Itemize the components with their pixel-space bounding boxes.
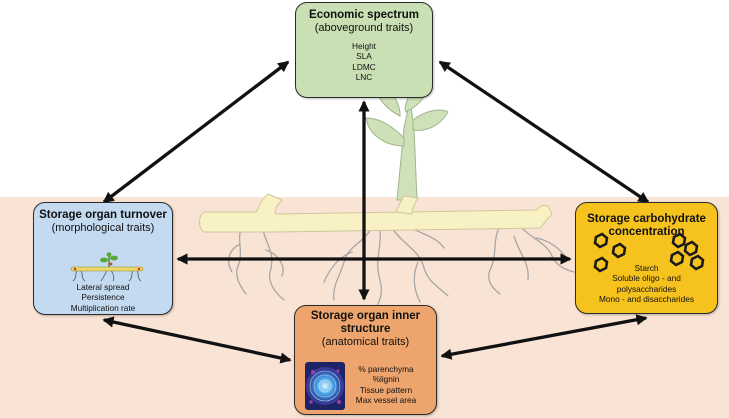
turnover-traits: Lateral spread Persistence Multiplicatio…	[34, 282, 172, 313]
trait-tissue-pattern: Tissue pattern	[359, 384, 413, 395]
trait-sla: SLA	[356, 51, 372, 62]
inner-title-line-2: structure	[340, 323, 391, 335]
turnover-subtitle: (morphological traits)	[51, 222, 155, 234]
carbohydrate-traits: Starch Soluble oligo - and polysaccharid…	[576, 263, 717, 305]
storage-organ-turnover-box: Storage organ turnover (morphological tr…	[33, 202, 173, 315]
arrows	[102, 60, 650, 364]
turnover-title: Storage organ turnover	[39, 209, 167, 221]
rhizome-plant-icon	[70, 252, 144, 282]
inner-title-line-1: Storage organ inner	[310, 310, 421, 322]
economic-traits: Height SLA LDMC LNC	[296, 41, 432, 83]
plant-shoot	[365, 79, 449, 201]
trait-height: Height	[352, 41, 376, 51]
inner-structure-traits: % parenchyma %lignin Tissue pattern Max …	[338, 364, 434, 406]
economic-title: Economic spectrum	[309, 9, 419, 21]
economic-spectrum-box: Economic spectrum (aboveground traits) H…	[295, 2, 433, 98]
storage-organ-inner-structure-box: Storage organ inner structure (anatomica…	[294, 305, 437, 415]
trait-starch: Starch	[634, 263, 659, 273]
carb-title-line-1: Storage carbohydrate	[587, 213, 706, 225]
trait-multiplication-rate: Multiplication rate	[70, 302, 136, 313]
trait-mono-disaccharides: Mono - and disaccharides	[598, 294, 694, 305]
economic-subtitle: (aboveground traits)	[314, 22, 414, 34]
trait-parenchyma: % parenchyma	[358, 364, 414, 374]
trait-ldmc: LDMC	[352, 61, 376, 72]
trait-max-vessel-area: Max vessel area	[355, 395, 417, 406]
micrograph-image	[305, 362, 345, 410]
storage-carbohydrate-box: Storage carbohydrate concentration Starc…	[575, 202, 718, 314]
trait-lnc: LNC	[355, 72, 373, 83]
carbohydrate-ring-icons	[593, 232, 705, 273]
trait-persistence: Persistence	[81, 292, 125, 303]
trait-polysaccharides: polysaccharides	[616, 283, 677, 294]
trait-soluble-oligo: Soluble oligo - and	[612, 273, 681, 284]
trait-lignin: %lignin	[372, 374, 400, 385]
trait-lateral-spread: Lateral spread	[76, 282, 130, 292]
inner-subtitle: (anatomical traits)	[321, 336, 410, 348]
carb-title-line-2: concentration	[608, 226, 685, 238]
